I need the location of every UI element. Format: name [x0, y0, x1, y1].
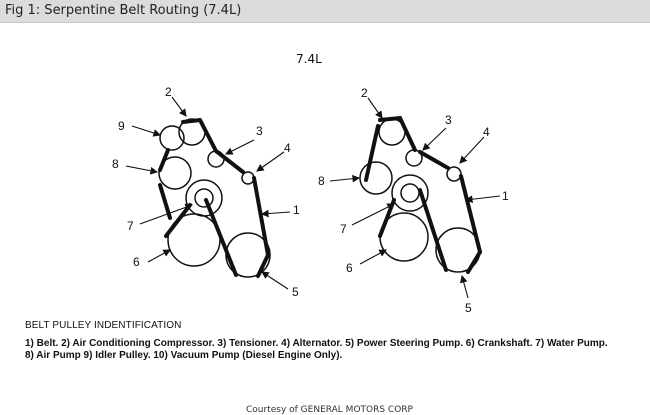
- right-callout-3: 3: [445, 113, 452, 127]
- figure-title: Fig 1: Serpentine Belt Routing (7.4L): [5, 3, 242, 18]
- right-water-pump-pulley: [391, 174, 429, 212]
- right-callout-6: 6: [346, 261, 353, 275]
- left-idler-pulley: [159, 125, 185, 151]
- courtesy-credit: Courtesy of GENERAL MOTORS CORP: [246, 405, 413, 415]
- legend-line-2: 8) Air Pump 9) Idler Pulley. 10) Vacuum …: [25, 350, 343, 361]
- right-callout-5: 5: [465, 301, 472, 315]
- left-callout-4: 4: [284, 141, 291, 155]
- right-water-pump-hub: [400, 183, 420, 203]
- right-belt-diagram: 1 2 3 4 5 6 7 8: [318, 86, 509, 315]
- left-callout-7: 7: [127, 219, 134, 233]
- left-callout-2: 2: [165, 85, 172, 99]
- right-callout-4: 4: [483, 125, 490, 139]
- figure-header: Fig 1: Serpentine Belt Routing (7.4L): [0, 0, 650, 23]
- left-callout-1: 1: [293, 203, 300, 217]
- left-callout-3: 3: [256, 124, 263, 138]
- left-callout-arrows: [125, 96, 291, 290]
- left-callout-labels: 1 2 3 4 5 6 7 8 9: [112, 85, 300, 299]
- right-callout-8: 8: [318, 174, 325, 188]
- left-callout-9: 9: [118, 119, 125, 133]
- left-callout-8: 8: [112, 157, 119, 171]
- right-callout-2: 2: [361, 86, 368, 100]
- legend-title: BELT PULLEY INDENTIFICATION: [25, 320, 182, 331]
- right-callout-7: 7: [340, 222, 347, 236]
- left-callout-5: 5: [292, 285, 299, 299]
- left-belt: [158, 117, 270, 278]
- left-callout-6: 6: [133, 255, 140, 269]
- engine-label: 7.4L: [296, 52, 322, 66]
- right-belt: [364, 115, 482, 274]
- legend-line-1: 1) Belt. 2) Air Conditioning Compressor.…: [25, 338, 608, 349]
- left-water-pump-hub: [194, 188, 214, 208]
- left-belt-diagram: 1 2 3 4 5 6 7 8 9: [112, 85, 300, 299]
- right-callout-arrows: [329, 97, 501, 299]
- left-water-pump-pulley: [185, 179, 223, 217]
- right-callout-labels: 1 2 3 4 5 6 7 8: [318, 86, 509, 315]
- left-air-pump-pulley: [158, 156, 192, 190]
- right-callout-1: 1: [502, 189, 509, 203]
